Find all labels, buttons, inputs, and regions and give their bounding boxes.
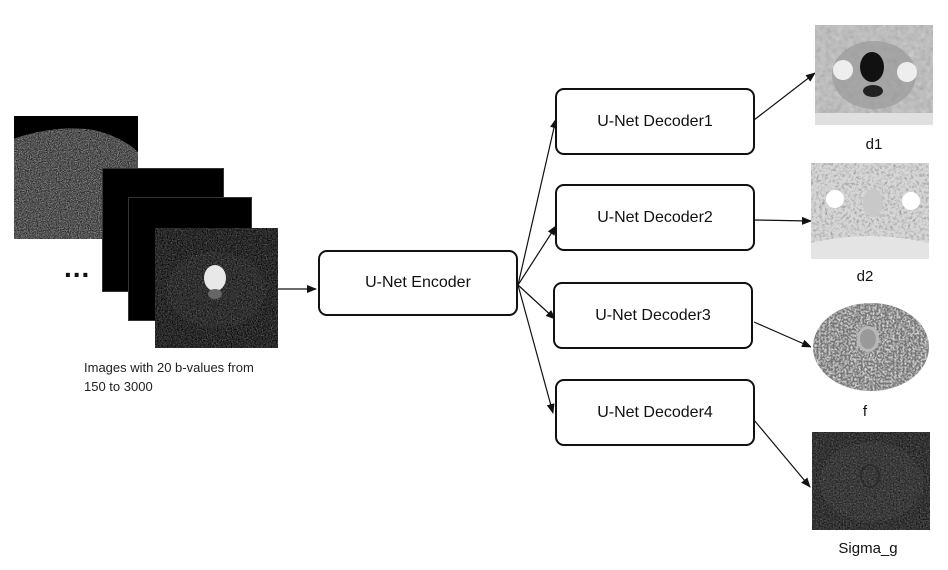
output-label-f: f: [862, 403, 868, 420]
input-dwi-image-4: [155, 228, 278, 348]
arrow-encoder-to-decoder3: [517, 284, 556, 320]
output-map-sigma-g: [812, 432, 930, 530]
input-caption-line2: 150 to 3000: [84, 379, 153, 394]
arrow-encoder-to-decoder2: [517, 225, 557, 286]
unet-encoder-box: U-Net Encoder: [318, 250, 518, 316]
output-label-d1: d1: [865, 136, 883, 153]
output-map-d2: [811, 163, 929, 259]
unet-decoder1-box: U-Net Decoder1: [555, 88, 755, 155]
unet-decoder4-box: U-Net Decoder4: [555, 379, 755, 446]
unet-decoder3-box: U-Net Decoder3: [553, 282, 753, 349]
input-caption-line1: Images with 20 b-values from: [84, 360, 254, 375]
arrow-decoder3-to-f: [753, 321, 812, 348]
arrow-decoder4-to-sigma-g: [753, 419, 811, 488]
more-images-ellipsis: ...: [64, 252, 91, 283]
output-map-f: [811, 297, 931, 394]
arrow-decoder1-to-d1: [753, 72, 816, 121]
arrow-encoder-to-decoder1: [517, 118, 558, 286]
output-label-d2: d2: [856, 268, 874, 285]
arrow-encoder-to-decoder4: [517, 284, 555, 414]
output-map-d1: [815, 25, 933, 125]
input-caption: Images with 20 b-values from 150 to 3000: [84, 358, 254, 396]
arrow-decoder2-to-d2: [753, 216, 812, 225]
output-label-sigma-g: Sigma_g: [838, 540, 898, 557]
unet-decoder2-box: U-Net Decoder2: [555, 184, 755, 251]
